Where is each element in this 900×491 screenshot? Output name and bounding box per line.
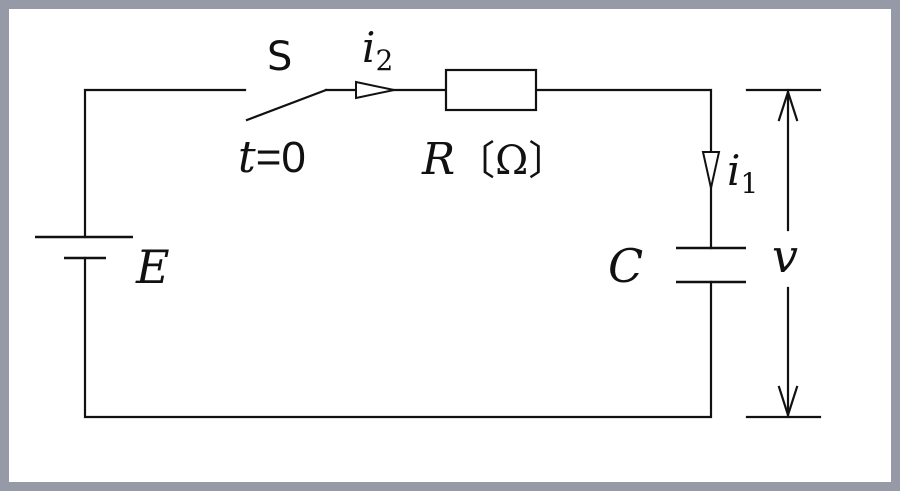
capacitor [676, 246, 746, 284]
current-i1-subscript: 1 [740, 167, 758, 200]
wire-bottom [83, 256, 713, 419]
resistor-unit: 〔Ω〕 [455, 138, 568, 184]
switch-time-equation: =0 [256, 133, 306, 182]
resistor-variable: R [421, 134, 455, 185]
current-i1-variable: i [727, 146, 740, 195]
source-label: E [135, 240, 170, 294]
voltage-label: v [772, 229, 798, 283]
switch-time-label: t=0 [238, 132, 306, 183]
current-i1-label: i1 [727, 146, 758, 200]
voltage-source [35, 235, 133, 260]
wire-resistor-to-capacitor [534, 88, 713, 250]
current-i2-label: i2 [362, 23, 393, 77]
switch-label: S [267, 34, 292, 80]
capacitor-label: C [608, 239, 643, 293]
switch-blade [245, 88, 328, 122]
voltage-arrowhead-top [777, 88, 799, 122]
resistor-label: R〔Ω〕 [421, 134, 568, 185]
wire-left-top [83, 88, 247, 239]
current-i2-variable: i [362, 23, 375, 72]
switch-time-variable: t [238, 132, 256, 183]
current-i2-subscript: 2 [375, 44, 393, 77]
current-arrow-i2 [355, 80, 395, 100]
resistor [444, 68, 538, 112]
voltage-marker [745, 88, 822, 419]
circuit-wires [83, 88, 713, 419]
voltage-arrowhead-bottom [777, 385, 799, 419]
current-arrow-i1 [701, 151, 721, 189]
